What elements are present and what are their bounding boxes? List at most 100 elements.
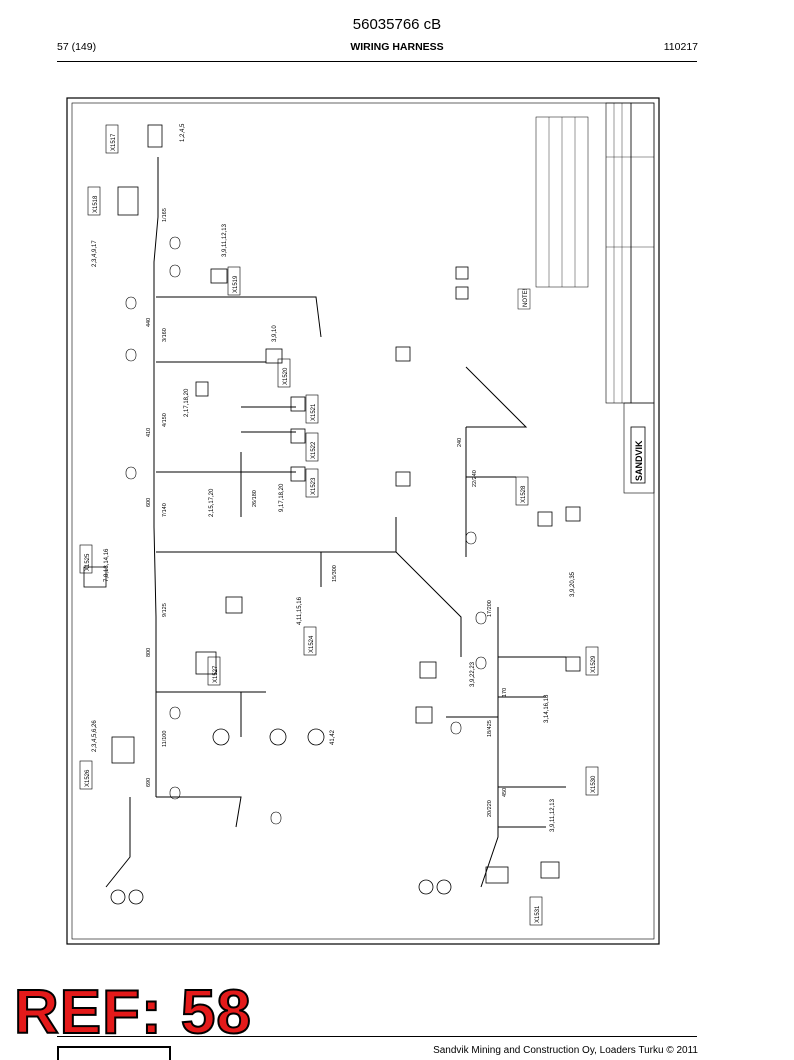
page-number: 57 (149) bbox=[57, 41, 97, 53]
pins-x2: 2,3,4,9,17 bbox=[92, 240, 98, 267]
wire-code-9: 18/425 bbox=[487, 720, 493, 737]
label-x3: X1519 bbox=[233, 275, 239, 293]
dim-6: 240 bbox=[457, 438, 463, 447]
wire-code-5: 9/125 bbox=[162, 603, 168, 617]
wire-code-1: 1/165 bbox=[162, 208, 168, 222]
connector-engine bbox=[147, 124, 163, 148]
connector-x14 bbox=[565, 506, 581, 522]
wire-code-12: 26/180 bbox=[252, 490, 258, 507]
dimension-labels: 440 410 600 800 690 240 170 450 bbox=[146, 318, 508, 797]
dim-4: 800 bbox=[146, 648, 152, 657]
connector-x3 bbox=[210, 268, 228, 284]
label-x9: X1525 bbox=[85, 553, 91, 571]
label-x5: X1521 bbox=[311, 403, 317, 421]
wire-code-7: 15/300 bbox=[332, 565, 338, 582]
dim-1: 440 bbox=[146, 318, 152, 327]
label-x4: X1520 bbox=[283, 367, 289, 385]
label-x8: X1524 bbox=[309, 635, 315, 653]
label-x10: X1526 bbox=[85, 769, 91, 787]
pins-x11: 41,42 bbox=[330, 729, 336, 745]
connector-x23 bbox=[395, 471, 411, 487]
label-x6: X1522 bbox=[311, 441, 317, 459]
drawing-frame bbox=[66, 97, 660, 945]
connector-x20 bbox=[455, 266, 469, 280]
wire-code-11: 22/240 bbox=[472, 470, 478, 487]
label-x7: X1523 bbox=[311, 477, 317, 495]
label-x12: X1528 bbox=[521, 485, 527, 503]
wire-code-4: 7/140 bbox=[162, 503, 168, 517]
footer-logo bbox=[57, 1046, 171, 1060]
pins-x5: 2,17,18,20 bbox=[184, 388, 190, 417]
connector-x21 bbox=[455, 286, 469, 300]
pins-x4: 3,9,10 bbox=[272, 325, 278, 342]
callout-bubbles bbox=[125, 236, 487, 825]
pins-x8: 4,11,15,16 bbox=[297, 596, 303, 625]
wire-code-8: 17/200 bbox=[487, 600, 493, 617]
sensor-g bbox=[436, 879, 452, 895]
title-block: SANDVIK bbox=[605, 102, 655, 494]
dim-5: 690 bbox=[146, 778, 152, 787]
pins-x13: 3,14,16,18 bbox=[544, 694, 550, 723]
connector-x10 bbox=[195, 651, 217, 675]
label-x11: X1527 bbox=[213, 665, 219, 683]
pins-x6: 2,15,17,20 bbox=[209, 488, 215, 517]
note-label: NOTE! bbox=[523, 288, 529, 307]
pins-x3: 3,9,11,12,13 bbox=[222, 223, 228, 257]
wire-code-6: 11/100 bbox=[162, 731, 168, 747]
connector-x4 bbox=[265, 348, 283, 364]
wire-code-2: 3/160 bbox=[162, 328, 168, 342]
connector-x7 bbox=[290, 428, 306, 444]
wire-codes: 1/165 3/160 4/150 7/140 9/125 11/100 15/… bbox=[162, 208, 493, 817]
connector-x17 bbox=[415, 706, 433, 724]
pins-x14: 3,9,11,12,13 bbox=[550, 798, 556, 832]
document-date: 110217 bbox=[663, 41, 698, 53]
brand-logo: SANDVIK bbox=[634, 440, 644, 481]
wiring-harness-drawing: SANDVIK NOTE! bbox=[66, 97, 660, 945]
notes-block: NOTE! bbox=[517, 116, 589, 310]
dim-8: 450 bbox=[502, 788, 508, 797]
sensor-a bbox=[212, 728, 230, 746]
harness-lines bbox=[105, 157, 566, 888]
pins-x10: 2,3,4,5,6,26 bbox=[92, 720, 98, 752]
pins-x9: 7,8,13,14,16 bbox=[104, 548, 110, 582]
wire-code-3: 4/150 bbox=[162, 413, 168, 427]
brand-box bbox=[630, 426, 646, 484]
label-x1: X1517 bbox=[111, 133, 117, 151]
dim-7: 170 bbox=[502, 688, 508, 697]
reference-stamp: REF: 58 bbox=[13, 978, 252, 1047]
label-x14: X1530 bbox=[591, 775, 597, 793]
sensor-c bbox=[307, 728, 325, 746]
connector-x15 bbox=[565, 656, 581, 672]
dim-3: 600 bbox=[146, 498, 152, 507]
sensor-b bbox=[269, 728, 287, 746]
connector-x19 bbox=[540, 861, 560, 879]
pins-x7: 9,17,18,20 bbox=[279, 483, 285, 512]
connector-x16 bbox=[419, 661, 437, 679]
connector-x9 bbox=[83, 566, 107, 588]
label-x2: X1518 bbox=[93, 195, 99, 213]
connector-labels: X1517 1,2,4,5 X1518 2,3,4,9,17 X1519 3,9… bbox=[79, 123, 599, 926]
footer-divider bbox=[57, 1036, 697, 1037]
connector-x6 bbox=[290, 396, 306, 412]
pins-x1: 1,2,4,5 bbox=[180, 123, 186, 142]
connector-symbols bbox=[83, 124, 581, 905]
header-divider bbox=[57, 61, 697, 62]
label-x15: X1531 bbox=[535, 905, 541, 923]
pins-x15: 3,9,22,23 bbox=[470, 661, 476, 687]
connector-x12 bbox=[225, 596, 243, 614]
connector-x18 bbox=[485, 866, 509, 884]
connector-x8 bbox=[290, 466, 306, 482]
connector-x11 bbox=[111, 736, 135, 764]
connector-x2 bbox=[117, 186, 139, 216]
sensor-d bbox=[110, 889, 126, 905]
wire-code-10: 20/220 bbox=[487, 800, 493, 817]
connector-x13 bbox=[537, 511, 553, 527]
document-number: 56035766 cB bbox=[352, 16, 442, 33]
drawing-inner-frame bbox=[71, 102, 655, 940]
pins-x12: 3,9,20,35 bbox=[570, 571, 576, 597]
dim-2: 410 bbox=[146, 428, 152, 437]
sensor-e bbox=[128, 889, 144, 905]
connector-x22 bbox=[395, 346, 411, 362]
sensor-f bbox=[418, 879, 434, 895]
page-title: WIRING HARNESS bbox=[350, 41, 444, 53]
